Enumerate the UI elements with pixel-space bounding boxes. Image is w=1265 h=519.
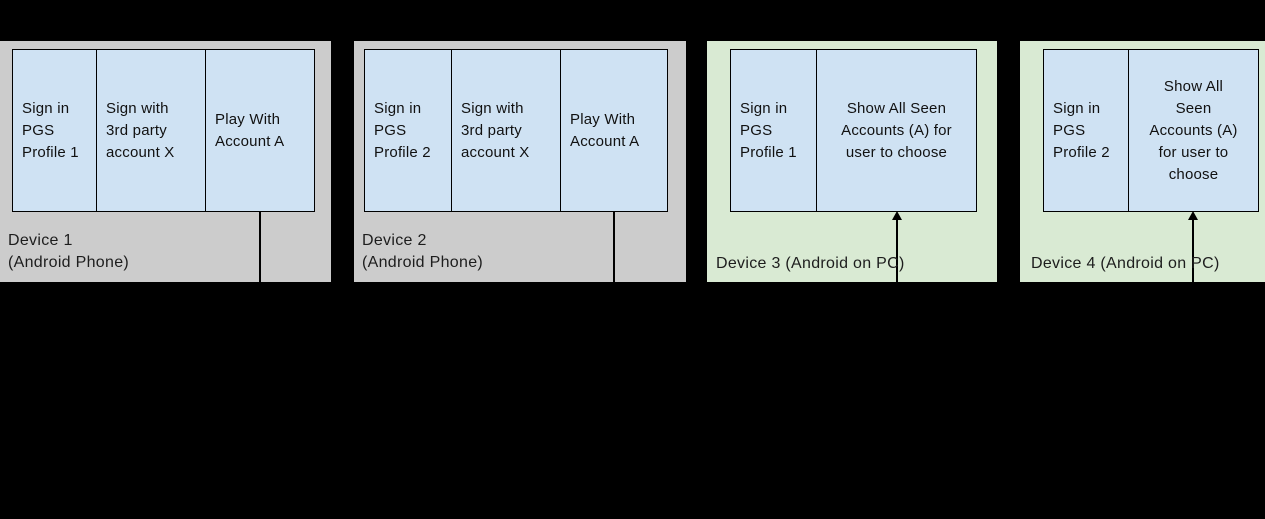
connector-arrow-up <box>896 220 898 282</box>
device-2-panel: Sign in PGS Profile 2 Sign with 3rd part… <box>354 41 686 282</box>
device-label: Device 1 (Android Phone) <box>8 232 130 271</box>
connector-arrow-up <box>1192 220 1194 282</box>
device-4-panel: Sign in PGS Profile 2 Show All Seen Acco… <box>1020 41 1265 282</box>
step-box-sign-in-pgs-profile-2: Sign in PGS Profile 2 <box>1043 49 1129 212</box>
step-box-show-all-seen-accounts: Show All Seen Accounts (A) for user to c… <box>1128 49 1259 212</box>
step-box-sign-in-pgs-profile-2: Sign in PGS Profile 2 <box>364 49 452 212</box>
device-label: Device 2 (Android Phone) <box>362 232 484 271</box>
device-2-steps-row: Sign in PGS Profile 2 Sign with 3rd part… <box>364 49 668 212</box>
step-box-play-with-account-a: Play With Account A <box>560 49 668 212</box>
step-box-sign-with-3rd-party: Sign with 3rd party account X <box>96 49 206 212</box>
step-box-show-all-seen-accounts: Show All Seen Accounts (A) for user to c… <box>816 49 977 212</box>
step-box-sign-with-3rd-party: Sign with 3rd party account X <box>451 49 561 212</box>
connector-line-down <box>613 211 615 282</box>
device-3-steps-row: Sign in PGS Profile 1 Show All Seen Acco… <box>730 49 977 212</box>
device-3-panel: Sign in PGS Profile 1 Show All Seen Acco… <box>707 41 997 282</box>
device-4-steps-row: Sign in PGS Profile 2 Show All Seen Acco… <box>1043 49 1259 212</box>
step-box-play-with-account-a: Play With Account A <box>205 49 315 212</box>
arrow-head-up-icon <box>892 211 902 220</box>
arrow-head-up-icon <box>1188 211 1198 220</box>
device-1-steps-row: Sign in PGS Profile 1 Sign with 3rd part… <box>12 49 315 212</box>
step-box-sign-in-pgs-profile-1: Sign in PGS Profile 1 <box>12 49 97 212</box>
step-box-sign-in-pgs-profile-1: Sign in PGS Profile 1 <box>730 49 817 212</box>
device-label: Device 4 (Android on PC) <box>1031 255 1220 272</box>
device-label: Device 3 (Android on PC) <box>716 255 905 272</box>
device-1-panel: Sign in PGS Profile 1 Sign with 3rd part… <box>0 41 331 282</box>
connector-line-down <box>259 211 261 282</box>
